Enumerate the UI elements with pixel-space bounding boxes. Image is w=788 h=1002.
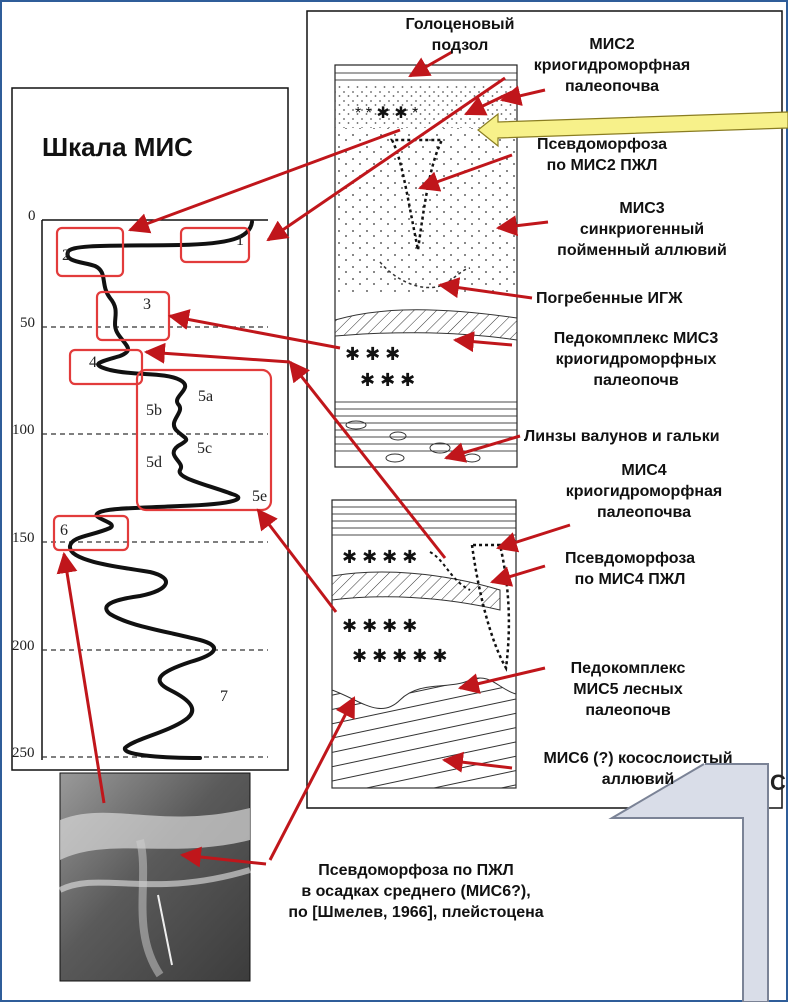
depth-tick: 150: [12, 530, 35, 547]
stage-label: 3: [143, 296, 151, 314]
lower-column: ✱ ✱ ✱ ✱ ✱ ✱ ✱ ✱ ✱ ✱ ✱ ✱ ✱: [332, 500, 516, 788]
stage-label: 1: [236, 232, 244, 250]
stage-label: 5b: [146, 402, 162, 420]
depth-tick: 0: [28, 208, 36, 225]
stage-label: 5a: [198, 388, 213, 406]
label-boulder-lenses: Линзы валунов и гальки: [524, 426, 720, 447]
depth-tick: 100: [12, 422, 35, 439]
label-buried-igzh: Погребенные ИГЖ: [536, 288, 683, 309]
stage-label: 2: [62, 247, 70, 265]
mis3-alluvium-layer: [335, 128, 517, 293]
svg-text:✱ ✱ ✱ ✱ ✱: ✱ ✱ ✱ ✱ ✱: [352, 646, 447, 666]
svg-text:✱ ✱ ✱: ✱ ✱ ✱: [360, 370, 415, 390]
svg-text:* * ✱ ✱ *: * * ✱ ✱ *: [355, 105, 418, 122]
stage-label: 4: [89, 354, 97, 372]
svg-text:✱ ✱ ✱ ✱: ✱ ✱ ✱ ✱: [342, 616, 417, 636]
stage-label: 5d: [146, 454, 162, 472]
svg-text:✱ ✱ ✱: ✱ ✱ ✱: [345, 344, 400, 364]
callout-stub-text: С: [770, 770, 786, 796]
depth-tick: 50: [20, 315, 35, 332]
stage-label: 7: [220, 688, 228, 706]
stage-label: 5c: [197, 440, 212, 458]
stage-label: 5e: [252, 488, 267, 506]
mis-scale-title: Шкала МИС: [42, 132, 193, 163]
stage-label: 6: [60, 522, 68, 540]
svg-text:✱ ✱ ✱ ✱: ✱ ✱ ✱ ✱: [342, 547, 417, 567]
depth-tick: 200: [12, 638, 35, 655]
photo-frame: [60, 773, 250, 981]
mis-scale-panel: [12, 88, 288, 770]
depth-tick: 250: [12, 745, 35, 762]
holocene-podzol-layer: [335, 72, 517, 86]
